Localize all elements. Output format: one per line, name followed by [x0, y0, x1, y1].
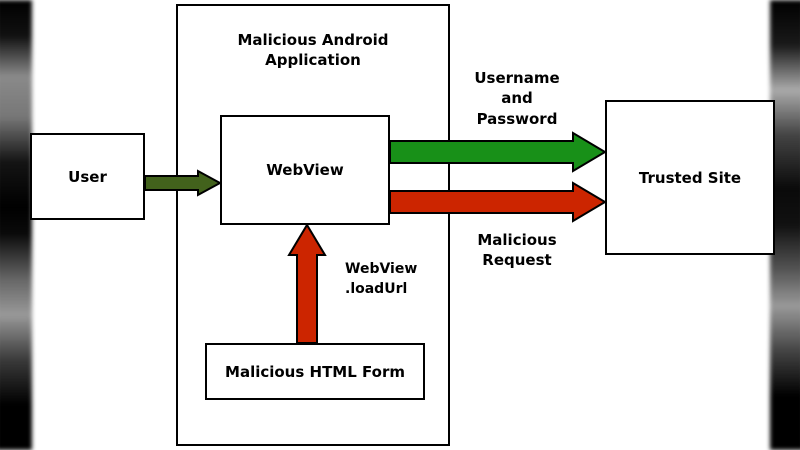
- username-password-label: Username and Password: [458, 68, 576, 129]
- malicious-app-title-line2: Application: [265, 51, 361, 70]
- webview-box-label: WebView: [266, 161, 344, 179]
- malicious-request-line1: Malicious: [477, 231, 557, 249]
- user-box-label: User: [68, 167, 107, 186]
- user-box: User: [30, 133, 145, 220]
- right-edge-blur: [770, 0, 800, 450]
- malicious-form-box-label: Malicious HTML Form: [225, 362, 405, 381]
- username-password-line2: and: [501, 89, 533, 108]
- loadurl-line2: .loadUrl: [345, 280, 408, 297]
- malicious-app-title: Malicious Android Application: [176, 30, 450, 71]
- trusted-site-box: Trusted Site: [605, 100, 775, 255]
- webview-box: WebView: [220, 115, 390, 225]
- username-password-line1: Username: [474, 69, 560, 87]
- malicious-app-title-line1: Malicious Android: [237, 31, 389, 49]
- malicious-app-container: [176, 4, 450, 446]
- malicious-request-line2: Request: [482, 251, 552, 270]
- trusted-site-box-label: Trusted Site: [638, 168, 742, 187]
- malicious-request-label: Malicious Request: [458, 230, 576, 271]
- loadurl-line1: WebView: [345, 261, 418, 277]
- username-password-line3: Password: [476, 109, 558, 128]
- malicious-form-box: Malicious HTML Form: [205, 343, 425, 400]
- loadurl-label: WebView .loadUrl: [345, 260, 445, 299]
- left-edge-blur: [0, 0, 32, 450]
